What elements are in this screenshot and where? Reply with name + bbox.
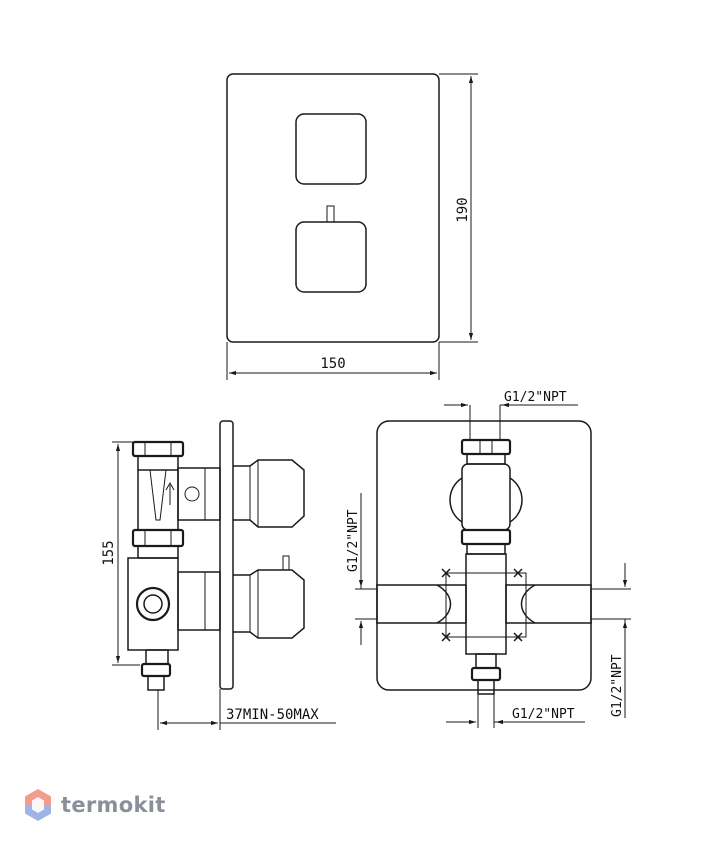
rear-plate	[376, 420, 592, 691]
rear-body-upper	[461, 463, 511, 531]
temperature-indicator	[184, 486, 200, 502]
left-inlet	[376, 584, 467, 624]
top-hex-nut	[131, 440, 185, 458]
lower-cartridge	[177, 571, 221, 631]
lower-handle	[295, 221, 367, 293]
hexagon-logo-icon	[25, 789, 51, 821]
handle-stop-pin	[326, 205, 335, 223]
right-inlet	[505, 584, 592, 624]
side-lower-handle	[233, 569, 305, 639]
flow-arrow-icon	[165, 481, 175, 505]
front-height-label: 190	[455, 197, 471, 222]
front-view: 190 150	[226, 73, 478, 380]
lower-body	[127, 557, 179, 651]
front-plate	[226, 73, 440, 343]
rear-body-lower	[465, 553, 507, 655]
front-width-label: 150	[320, 356, 345, 372]
side-height-label: 155	[101, 540, 117, 565]
side-upper-handle	[233, 459, 305, 528]
side-depth-label: 37MIN-50MAX	[226, 707, 319, 723]
thread-bottom-label: G1/2"NPT	[512, 707, 575, 722]
side-inlet-inner	[143, 594, 163, 614]
upper-cartridge	[177, 467, 221, 521]
brand-logo[interactable]: termokit	[24, 788, 166, 822]
rear-top-nut	[460, 438, 512, 456]
bottom-outlet-nut	[140, 662, 172, 678]
side-inlet-outer	[135, 586, 171, 622]
brand-name: termokit	[61, 793, 166, 817]
thread-right-label: G1/2"NPT	[610, 654, 625, 717]
side-plate	[219, 420, 234, 690]
rear-view: G1/2"NPT G1/2"NPT G1/2"NPT G1/2"NPT	[346, 390, 631, 728]
mounting-bracket	[445, 572, 527, 638]
middle-hex-nut	[131, 528, 185, 548]
side-view: 155 37MIN-50MAX	[101, 420, 336, 730]
rear-middle-nut	[460, 528, 512, 546]
mounting-screws	[441, 568, 523, 642]
thread-left-label: G1/2"NPT	[346, 509, 361, 572]
side-stop-pin	[282, 555, 290, 571]
thread-top-label: G1/2"NPT	[504, 390, 567, 405]
upper-handle	[295, 113, 367, 185]
rear-bottom-nut	[470, 666, 502, 682]
